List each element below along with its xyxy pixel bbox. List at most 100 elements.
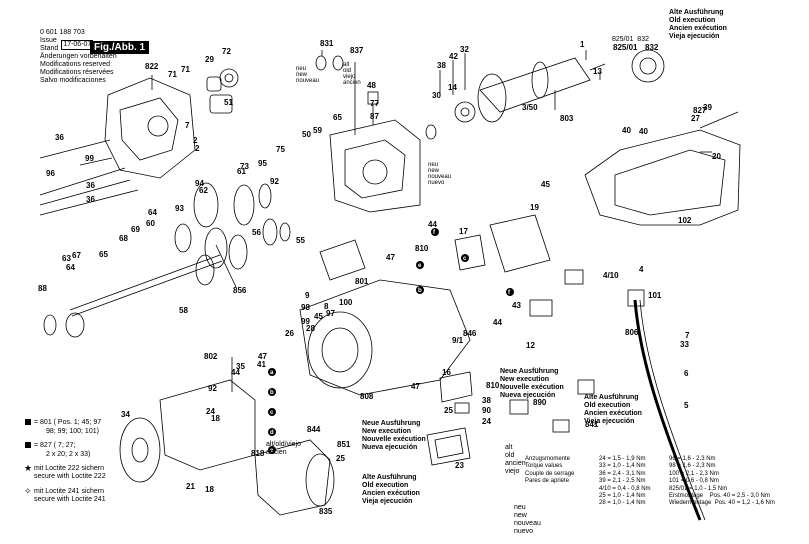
part-number-label: 803 [560,114,574,123]
flange-832 [631,49,665,83]
part-number-label: 44 [493,318,502,327]
screw-36a [39,139,111,159]
old-exec-line-0: Alte Ausführung [669,9,724,16]
legend-827-line2: 2 x 20; 2 x 33) [46,451,91,458]
svg-text:d: d [270,430,274,436]
spindle-68 [69,254,221,311]
part-number-label: 4 [639,265,644,274]
gear-93 [174,223,192,253]
part-number-label: 40 [622,126,631,135]
gear-housing [104,77,196,179]
part-number-label: 88 [38,284,47,293]
part-number-label: 825/01 [613,43,638,52]
part-number-label: 25 [444,406,453,415]
part-841 [552,419,570,433]
part-number-label: 21 [186,482,195,491]
svg-text:b: b [418,288,422,294]
part-number-label: 45 [314,312,323,321]
part-number-label: 39 [703,103,712,112]
part-number-label: 55 [296,236,305,245]
chuck-58 [65,312,85,338]
svg-text:b: b [270,390,274,396]
torque-cell: 98 = 1,6 - 2,3 Nm [669,463,716,470]
part-number-label: 96 [46,169,55,178]
svg-text:c: c [270,410,274,416]
part-number-label: 72 [222,47,231,56]
legend-827-line1: = 827 ( 7; 27; [34,442,76,449]
figure-label: Fig./Abb. 1 [90,41,150,54]
part-number-label: 14 [448,83,457,92]
part-number-label: 1 [580,40,585,49]
part-number-label: 835 [319,507,333,516]
part-number-label: 802 [204,352,218,361]
old-exec-line-3: Vieja ejecución [669,33,720,40]
part-number-label: 59 [313,126,322,135]
part-number-label: 63 [62,254,71,263]
part-number-label: 18 [205,485,214,494]
part-number-label: 34 [121,410,130,419]
part-number-label: 44 [428,220,437,229]
svg-text:a: a [270,370,274,376]
part-number-label: 62 [199,186,208,195]
part-number-label: 90 [482,406,491,415]
torque-cell: 36 = 2,4 - 3,1 Nm [599,470,646,477]
part-number-label: 92 [208,384,217,393]
field-coil-802 [159,379,256,471]
part-number-label: 36 [86,195,95,204]
part-890 [509,399,529,415]
part-number-label: 41 [257,360,266,369]
part-number-label: 95 [258,159,267,168]
part-number-label: 846 [463,329,477,338]
part-number-label: 65 [99,250,108,259]
torque-cell: 101 = 0,6 - 0,8 Nm [669,478,719,485]
part-number: 0 601 188 703 [40,29,85,36]
gear-62 [193,182,219,228]
torque-cell [525,493,599,500]
part-number-label: 24 [206,407,215,416]
torque-cell: Torque values [525,463,563,470]
part-number-label: 92 [270,177,279,186]
torque-cell: Erstmontage Pos. 40 = 2,5 - 3,0 Nm [669,493,770,500]
part-number-label: 43 [512,301,521,310]
torque-row: Torque values 33 = 1,0 - 1,4 Nm 98 = 1,6 -… [525,463,809,470]
brush-12 [529,299,553,317]
torque-cell: Wiedermontage Pos. 40 = 1,2 - 1,6 Nm [669,500,775,507]
bearing-29 [206,76,222,92]
switch-19 [489,214,551,273]
part-number-label: 48 [367,81,376,90]
gear-856 [195,254,215,286]
gear-61 [233,184,255,226]
part-number-label: 17 [459,227,468,236]
part-number-label: 831 [320,39,334,48]
drawing-canvas: ★ ✧ f c e b f a b c d e [24,49,741,521]
part-number-label: 60 [146,219,155,228]
part-831b [332,55,344,71]
legend-star-line2: secure with Loctite 222 [34,473,106,480]
part-number-label: 77 [370,99,379,108]
legend-diamond-line1: mit Loctite 241 sichern [34,488,105,495]
torque-cell: 33 = 1,0 - 1,4 Nm [599,463,646,470]
mid-housing-837 [329,119,421,213]
screw-36b [39,179,131,206]
gear-60 [228,234,248,270]
part-number-label: 71 [181,65,190,74]
torque-cell: 24 = 1,5 - 1,9 Nm [599,456,646,462]
part-number-label: 99 [85,154,94,163]
part-number-label: 24 [482,417,491,426]
part-number-label: 47 [258,352,267,361]
screw-39 [699,111,739,129]
part-number-label: 9/1 [452,336,464,345]
part-number-label: 61 [237,167,246,176]
torque-cell [525,500,599,507]
part-number-label: 100 [339,298,353,307]
part-number-label: 38 [437,61,446,70]
part-number-label: 97 [326,309,335,318]
gear-94 [204,227,228,269]
legend-star-line1: mit Loctite 222 sichern [34,465,105,472]
